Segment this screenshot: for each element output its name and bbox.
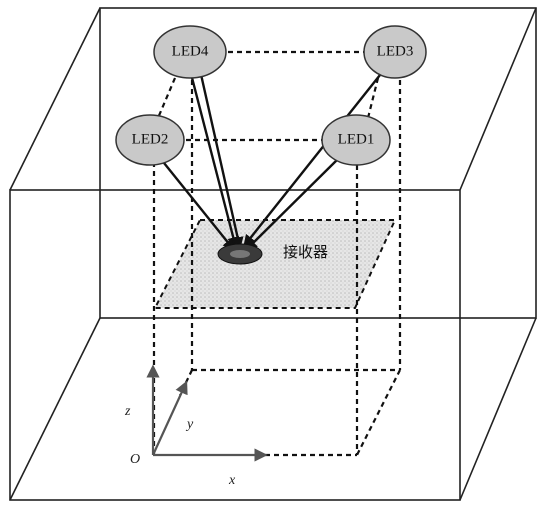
x-axis-label: x bbox=[228, 473, 236, 488]
y-axis-arrow bbox=[152, 380, 188, 456]
led3: LED3 bbox=[363, 25, 427, 79]
ray-led2 bbox=[159, 157, 235, 251]
room-box bbox=[9, 7, 537, 501]
led3-label: LED3 bbox=[377, 43, 414, 59]
receiver-plane bbox=[153, 219, 397, 309]
led4-label: LED4 bbox=[172, 43, 209, 59]
led2: LED2 bbox=[115, 114, 185, 166]
led4-shape bbox=[153, 25, 227, 79]
led1-shape bbox=[321, 114, 391, 166]
led4: LED4 bbox=[153, 25, 227, 79]
room-back-face bbox=[99, 7, 537, 319]
coordinate-axes: z y x O bbox=[124, 364, 268, 488]
led3-shape bbox=[363, 25, 427, 79]
ray-led4-b bbox=[198, 69, 244, 250]
floor-right-edge bbox=[356, 369, 401, 456]
light-rays bbox=[159, 69, 381, 251]
led1-label: LED1 bbox=[338, 131, 375, 147]
led2-shape bbox=[115, 114, 185, 166]
z-axis-label: z bbox=[124, 404, 131, 419]
room-edge-bottom-left bbox=[9, 317, 101, 501]
floor-dashed-rectangle bbox=[179, 368, 401, 457]
receiver-device-highlight bbox=[230, 250, 250, 258]
origin-label: O bbox=[130, 452, 140, 467]
ray-led3 bbox=[243, 74, 381, 247]
led2-label: LED2 bbox=[132, 131, 169, 147]
receiver-label: 接收器 bbox=[283, 243, 328, 261]
led3-led1-dash bbox=[366, 77, 380, 119]
room-front-face bbox=[9, 189, 461, 501]
led4-led2-dash bbox=[156, 77, 177, 119]
room-edge-top-right bbox=[459, 7, 537, 191]
y-axis-label: y bbox=[185, 417, 194, 432]
led1: LED1 bbox=[321, 114, 391, 166]
room-edge-bottom-right bbox=[459, 317, 537, 501]
ray-led4 bbox=[188, 69, 240, 250]
room-edge-top-left bbox=[9, 7, 101, 191]
ray-led1 bbox=[245, 154, 343, 251]
